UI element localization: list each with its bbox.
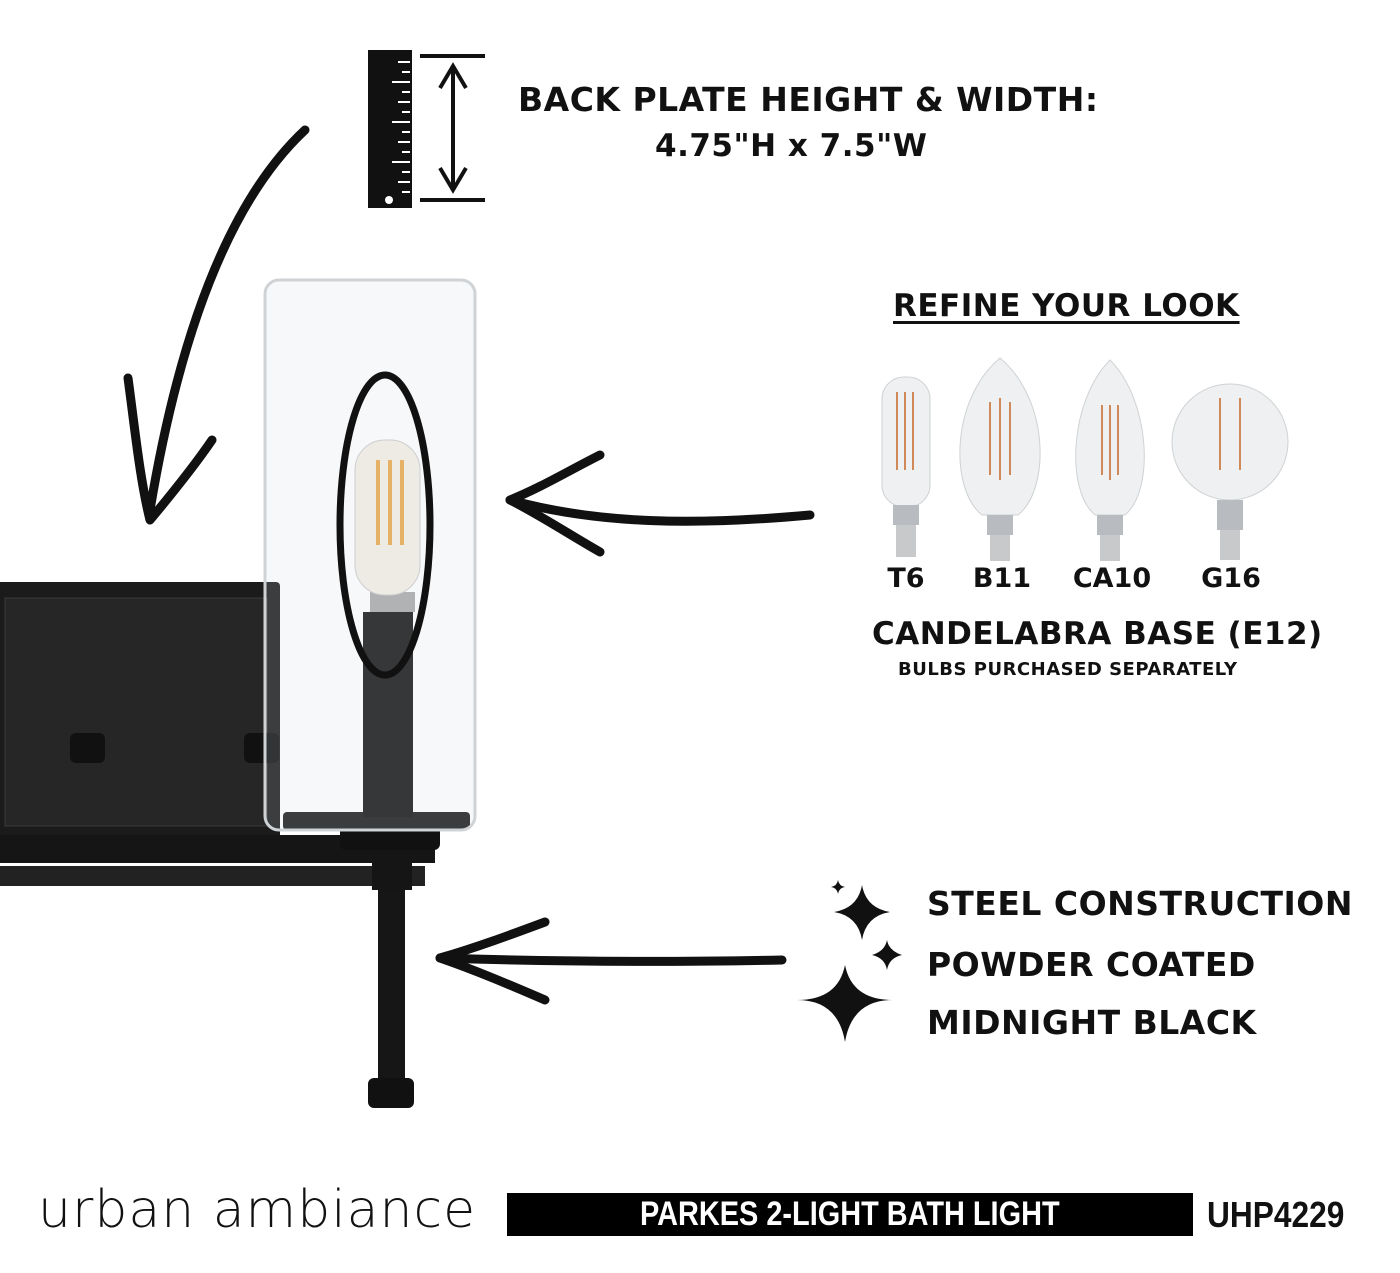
- bulb-b11-image: [959, 357, 1041, 561]
- product-name-bar: PARKES 2-LIGHT BATH LIGHT: [507, 1193, 1193, 1236]
- installed-bulb: [354, 439, 421, 596]
- bulb-ca10-image: [1075, 359, 1145, 561]
- bulb-label-t6: T6: [887, 563, 925, 594]
- refine-title: REFINE YOUR LOOK: [893, 288, 1240, 324]
- bulbs-note: BULBS PURCHASED SEPARATELY: [898, 659, 1238, 680]
- ruler-icon: [368, 50, 412, 208]
- bulb-t6-image: [881, 376, 931, 557]
- product-name: PARKES 2-LIGHT BATH LIGHT: [640, 1195, 1060, 1233]
- arrow-icon: [123, 125, 815, 1005]
- dimensions-title: BACK PLATE HEIGHT & WIDTH:: [518, 80, 1099, 119]
- lamp-stem: [283, 592, 470, 1108]
- highlight-circle: [336, 371, 434, 679]
- product-sku: UHP4229: [1207, 1194, 1345, 1235]
- feature-item: MIDNIGHT BLACK: [927, 1003, 1257, 1042]
- bulb-label-b11: B11: [972, 563, 1032, 594]
- sparkle-icon: [797, 880, 902, 1042]
- bulb-images: [881, 357, 1289, 561]
- bulb-label-ca10: CA10: [1072, 563, 1152, 594]
- base-type: CANDELABRA BASE (E12): [872, 616, 1323, 652]
- dimensions-value: 4.75"H x 7.5"W: [655, 128, 928, 164]
- bulb-g16-image: [1171, 383, 1289, 560]
- glass-shade: [263, 278, 477, 832]
- bulb-label-g16: G16: [1201, 563, 1261, 594]
- feature-item: POWDER COATED: [927, 945, 1256, 984]
- brand-logo: urban ambiance: [38, 1180, 477, 1240]
- double-arrow-icon: [420, 54, 485, 202]
- feature-item: STEEL CONSTRUCTION: [927, 884, 1353, 923]
